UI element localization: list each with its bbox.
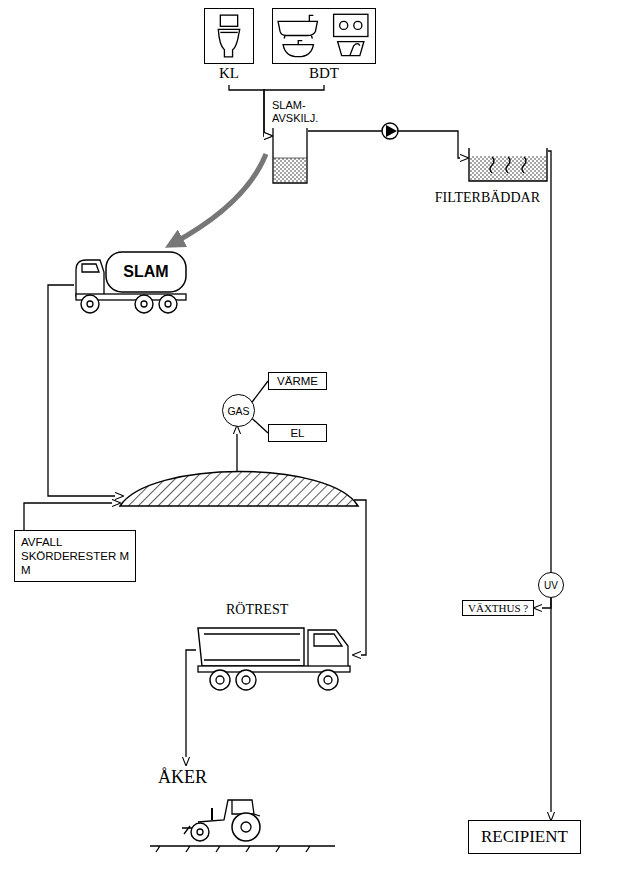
digestate-truck: RÖTREST [196, 622, 352, 692]
greenhouse-box: VÄXTHUS ? [462, 600, 534, 616]
flow-connector [251, 418, 268, 434]
gas-circle: GAS [222, 394, 255, 427]
flow-connector [186, 650, 196, 765]
electricity-box: EL [268, 424, 327, 442]
flow-connector [550, 598, 551, 820]
toilet-icon-box: KL [204, 8, 254, 64]
digestate-truck-drawing [196, 622, 352, 692]
filter-bed-drawing [468, 148, 548, 182]
node-label: KL [219, 65, 239, 82]
node-label: VÄXTHUS ? [463, 601, 533, 615]
node-label: RECIPIENT [469, 821, 580, 853]
digester-dome [120, 472, 358, 507]
flow-connector [548, 151, 551, 572]
sludge-transfer-arrow [172, 154, 266, 244]
field-tractor: ÅKER [182, 790, 272, 842]
node-label: GAS [227, 405, 249, 417]
tractor-drawing [182, 790, 272, 842]
node-label: EL [269, 425, 326, 441]
sludge-truck-drawing [74, 250, 188, 314]
node-label: FILTERBÄDDAR [435, 190, 540, 206]
flow-connector [229, 85, 272, 136]
gas-outlet-line [236, 426, 237, 472]
sludge-truck: SLAM [74, 250, 188, 314]
pump-triangle [386, 125, 397, 137]
node-label: SLAM- AVSKILJ. [272, 99, 336, 125]
sludge-to-digester-line [48, 285, 123, 496]
filter-bed: FILTERBÄDDAR [468, 148, 548, 182]
node-label: AVFALL SKÖRDERESTER M M [15, 531, 135, 581]
flow-connector [251, 381, 268, 404]
node-label: SLAM [106, 252, 186, 292]
toilet-icon [205, 9, 253, 63]
digestate-line [353, 500, 366, 655]
node-label: UV [544, 580, 558, 591]
node-label: BDT [309, 65, 339, 82]
septic-tank-drawing [272, 128, 308, 184]
uv-circle: UV [538, 572, 564, 598]
flow-connector [534, 598, 551, 608]
waste-box: AVFALL SKÖRDERESTER M M [14, 530, 136, 582]
field-ground [150, 846, 335, 852]
node-label: VÄRME [269, 373, 326, 389]
recipient-box: RECIPIENT [468, 820, 581, 854]
greywater-icon-box: BDT [272, 8, 376, 64]
node-label: RÖTREST [226, 602, 288, 618]
greywater-icons [273, 9, 375, 63]
node-label: ÅKER [158, 767, 207, 788]
heat-box: VÄRME [268, 372, 327, 390]
waste-to-digester-line [24, 503, 120, 530]
pump-symbol [382, 123, 398, 139]
septic-tank: SLAM- AVSKILJ. [272, 128, 308, 184]
